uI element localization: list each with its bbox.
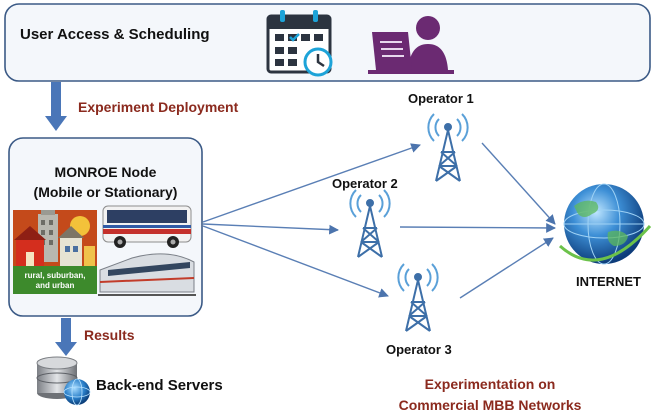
calendar-schedule-icon	[266, 10, 333, 77]
deployment-block-arrow	[45, 82, 67, 131]
results-block-arrow	[55, 318, 77, 356]
operator2-label: Operator 2	[332, 176, 398, 191]
footer-line2: Commercial MBB Networks	[398, 397, 582, 413]
internet-label: INTERNET	[576, 274, 641, 289]
database-server-icon	[36, 356, 91, 406]
operator1-label: Operator 1	[408, 91, 474, 106]
node-title-line1: MONROE Node	[54, 164, 157, 180]
svg-text:rural, suburban,: rural, suburban,	[25, 271, 86, 280]
arrow-operator3-to-internet	[459, 237, 554, 299]
arrow-operator1-to-internet	[481, 142, 556, 225]
operator1-tower-icon	[427, 113, 469, 182]
operator-at-terminal-icon	[368, 16, 454, 74]
footer-line1: Experimentation on	[424, 376, 556, 392]
arrow-operator2-to-internet	[399, 223, 556, 233]
arrow-node-to-operator3	[202, 225, 389, 298]
operator2-tower-icon	[349, 189, 391, 258]
rural-urban-buildings-image	[13, 210, 97, 294]
footer-caption: Experimentation on Commercial MBB Networ…	[370, 374, 610, 416]
svg-text:and urban: and urban	[36, 281, 75, 290]
arrows	[202, 142, 556, 299]
operator3-label: Operator 3	[386, 342, 452, 357]
experiment-deployment-label: Experiment Deployment	[78, 99, 239, 115]
internet-globe-icon	[558, 183, 652, 265]
arrow-node-to-operator2	[202, 223, 339, 235]
node-title-line2: (Mobile or Stationary)	[33, 184, 178, 200]
node-title: MONROE Node (Mobile or Stationary)	[12, 162, 199, 202]
operator3-tower-icon	[397, 263, 439, 332]
train-image	[98, 253, 196, 296]
header-title: User Access & Scheduling	[20, 26, 210, 43]
bus-image	[102, 205, 192, 248]
results-label: Results	[84, 327, 135, 343]
arrow-node-to-operator1	[202, 143, 421, 223]
backend-servers-label: Back-end Servers	[96, 377, 223, 394]
setting-label: rural, suburban, and urban	[25, 271, 86, 290]
